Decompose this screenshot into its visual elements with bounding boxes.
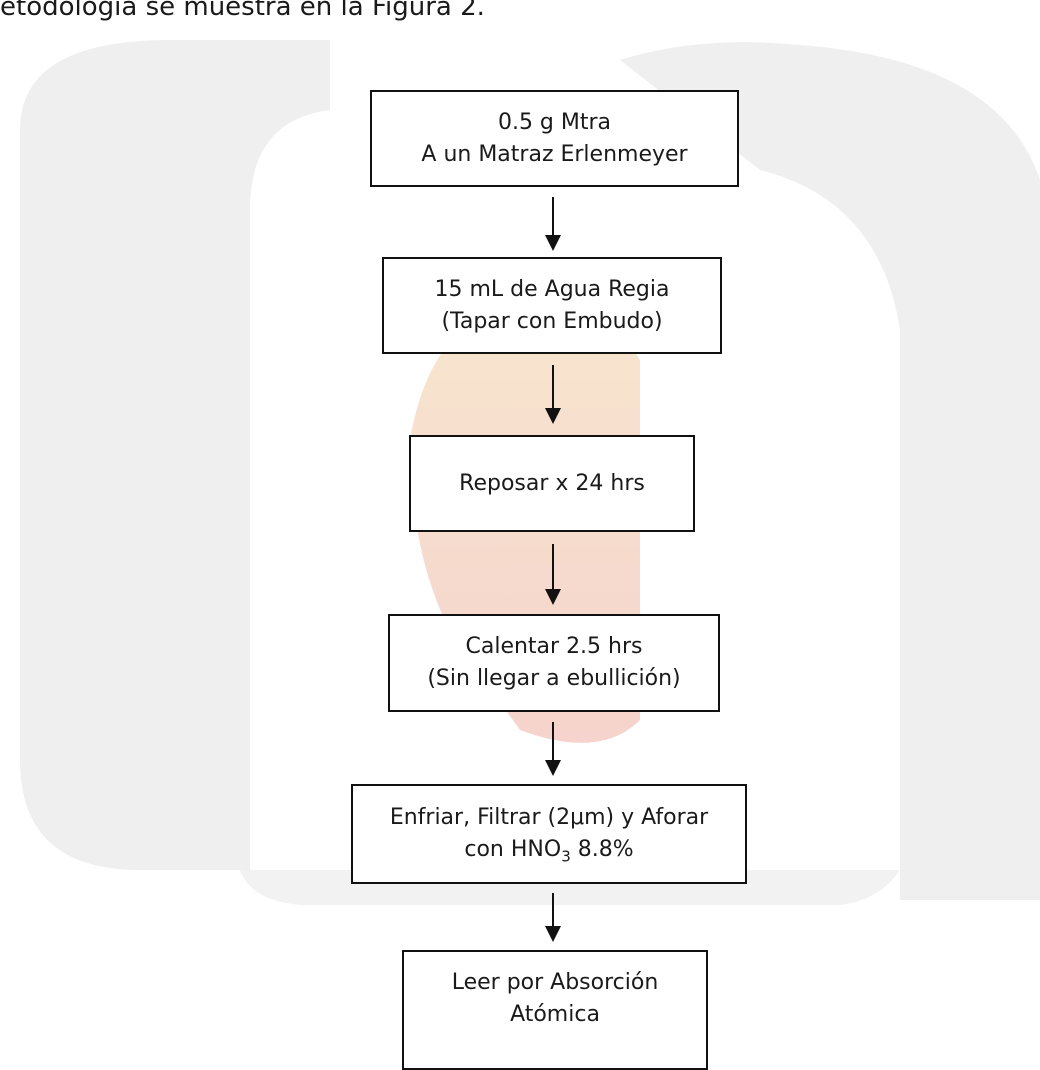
step-3-line-1: Reposar x 24 hrs <box>459 470 645 496</box>
step-4-box: Calentar 2.5 hrs (Sin llegar a ebullició… <box>388 614 720 712</box>
step-6-box: Leer por Absorción Atómica <box>402 950 708 1070</box>
step-6-line-2: Atómica <box>510 1002 600 1027</box>
step-2-box: 15 mL de Agua Regia (Tapar con Embudo) <box>382 257 722 354</box>
step-2-line-1: 15 mL de Agua Regia <box>434 276 670 302</box>
arrow-3 <box>545 544 561 605</box>
step-2-line-2: (Tapar con Embudo) <box>441 308 663 334</box>
arrow-5 <box>545 893 561 942</box>
step-5-line-2-pre: con HNO <box>464 837 562 862</box>
arrow-2 <box>545 365 561 424</box>
step-1-box: 0.5 g Mtra A un Matraz Erlenmeyer <box>370 90 739 187</box>
step-5-line-1: Enfriar, Filtrar (2μm) y Aforar <box>389 805 709 830</box>
step-1-line-2: A un Matraz Erlenmeyer <box>421 141 688 167</box>
step-5-line-2-post: 8.8% <box>570 837 634 862</box>
step-5-box: Enfriar, Filtrar (2μm) y Aforar con HNO3… <box>351 784 747 884</box>
arrow-1 <box>545 197 561 251</box>
step-6-line-1: Leer por Absorción <box>451 970 659 995</box>
preceding-paragraph-text: etodología se muestra en la Figura 2. <box>0 0 485 22</box>
step-5-line-2: con HNO3 8.8% <box>464 834 633 866</box>
step-4-line-2: (Sin llegar a ebullición) <box>427 666 681 691</box>
step-5-line-2-subscript: 3 <box>561 847 571 866</box>
step-3-box: Reposar x 24 hrs <box>409 435 695 532</box>
step-1-line-1: 0.5 g Mtra <box>497 109 612 135</box>
arrow-4 <box>545 722 561 776</box>
step-4-line-1: Calentar 2.5 hrs <box>465 634 643 659</box>
